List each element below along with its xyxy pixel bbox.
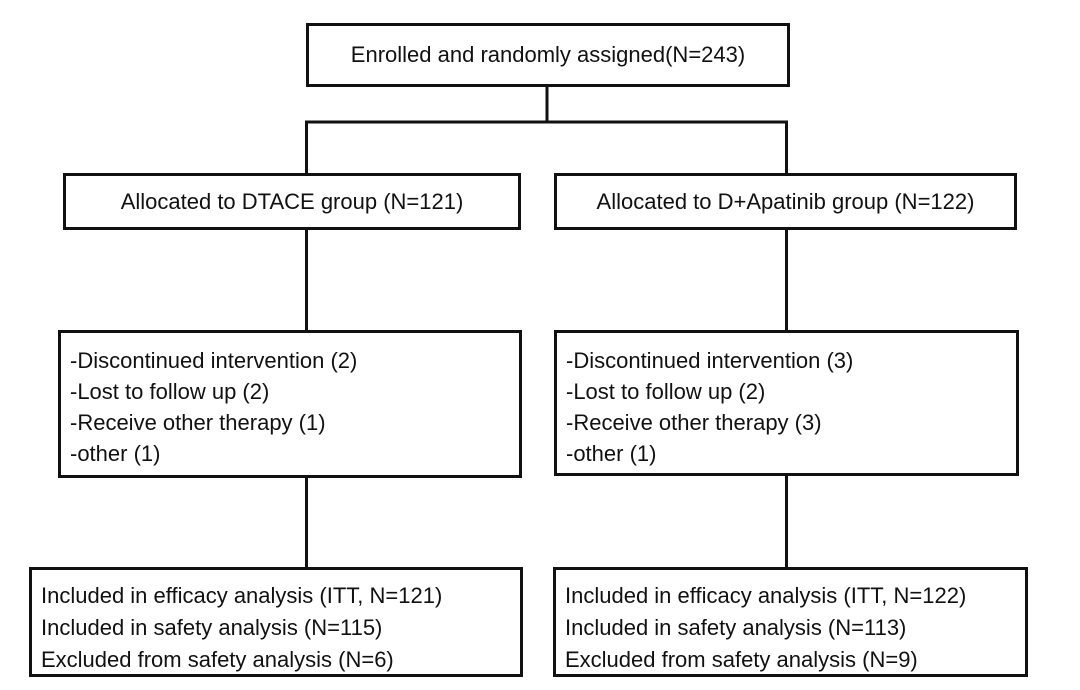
dtace-analysis-item: Included in safety analysis (N=115) [41, 615, 383, 640]
dapatinib-analysis-item: Included in safety analysis (N=113) [565, 615, 907, 640]
dtace-attrition-item: -Lost to follow up (2) [70, 379, 270, 404]
enrollment-box: Enrolled and randomly assigned(N=243) [306, 23, 790, 87]
dapatinib-attrition-item: -Lost to follow up (2) [566, 379, 766, 404]
dapatinib-allocation-label: Allocated to D+Apatinib group (N=122) [596, 188, 975, 214]
dtace-attrition-item: -Discontinued intervention (2) [70, 348, 358, 373]
dtace-analysis-item: Excluded from safety analysis (N=6) [41, 647, 394, 672]
dapatinib-attrition-box: -Discontinued intervention (3) -Lost to … [554, 330, 1019, 476]
enrollment-label: Enrolled and randomly assigned(N=243) [350, 42, 746, 67]
dapatinib-attrition-item: -Receive other therapy (3) [566, 410, 822, 435]
dapatinib-analysis-item: Excluded from safety analysis (N=9) [565, 647, 918, 672]
dapatinib-analysis-item: Included in efficacy analysis (ITT, N=12… [565, 583, 967, 608]
dtace-allocation-label: Allocated to DTACE group (N=121) [120, 188, 464, 214]
dtace-analysis-item: Included in efficacy analysis (ITT, N=12… [41, 583, 443, 608]
dtace-allocation-box: Allocated to DTACE group (N=121) [63, 173, 521, 230]
dtace-attrition-item: -Receive other therapy (1) [70, 410, 326, 435]
dapatinib-attrition-item: -Discontinued intervention (3) [566, 348, 854, 373]
dapatinib-allocation-box: Allocated to D+Apatinib group (N=122) [554, 173, 1017, 230]
dtace-attrition-item: -other (1) [70, 441, 161, 466]
dapatinib-analysis-box: Included in efficacy analysis (ITT, N=12… [553, 567, 1028, 677]
dtace-analysis-box: Included in efficacy analysis (ITT, N=12… [29, 567, 523, 677]
dtace-attrition-box: -Discontinued intervention (2) -Lost to … [58, 330, 522, 478]
dapatinib-attrition-item: -other (1) [566, 441, 657, 466]
